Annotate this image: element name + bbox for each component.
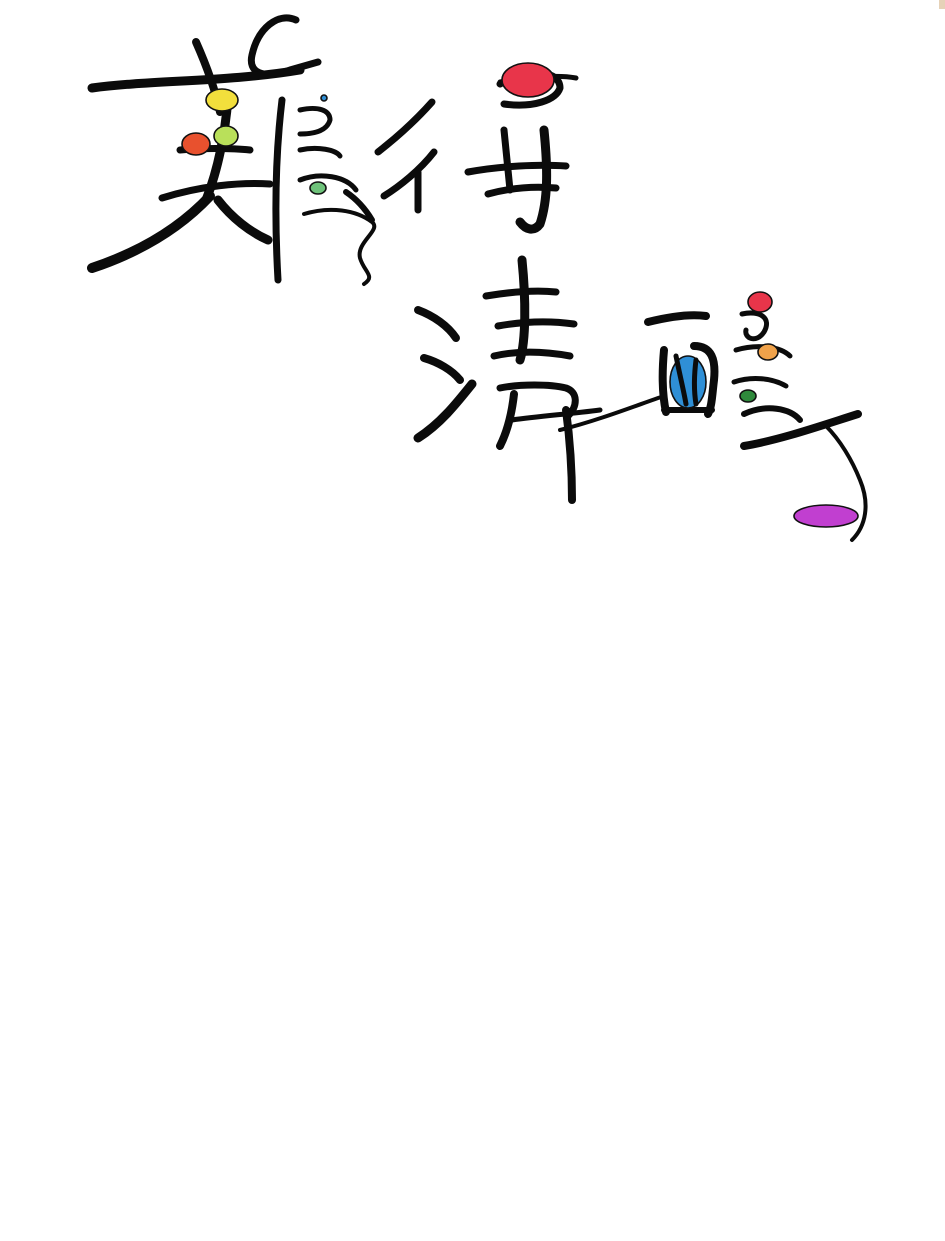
char-xing — [644, 291, 868, 542]
paper-edge-mark — [939, 0, 945, 9]
red-dot-small — [747, 291, 773, 313]
orange-red-dot — [181, 132, 211, 156]
char-qing — [413, 255, 666, 504]
char-de — [374, 62, 579, 234]
blue-speck — [320, 94, 328, 102]
red-dot — [501, 62, 555, 98]
orange-dot — [757, 343, 779, 361]
dark-green-dot — [739, 389, 757, 403]
magenta-dot — [793, 504, 859, 528]
lime-dot — [213, 125, 239, 147]
yellow-dot — [205, 88, 239, 112]
green-dot — [309, 181, 327, 195]
char-nan — [87, 14, 377, 286]
